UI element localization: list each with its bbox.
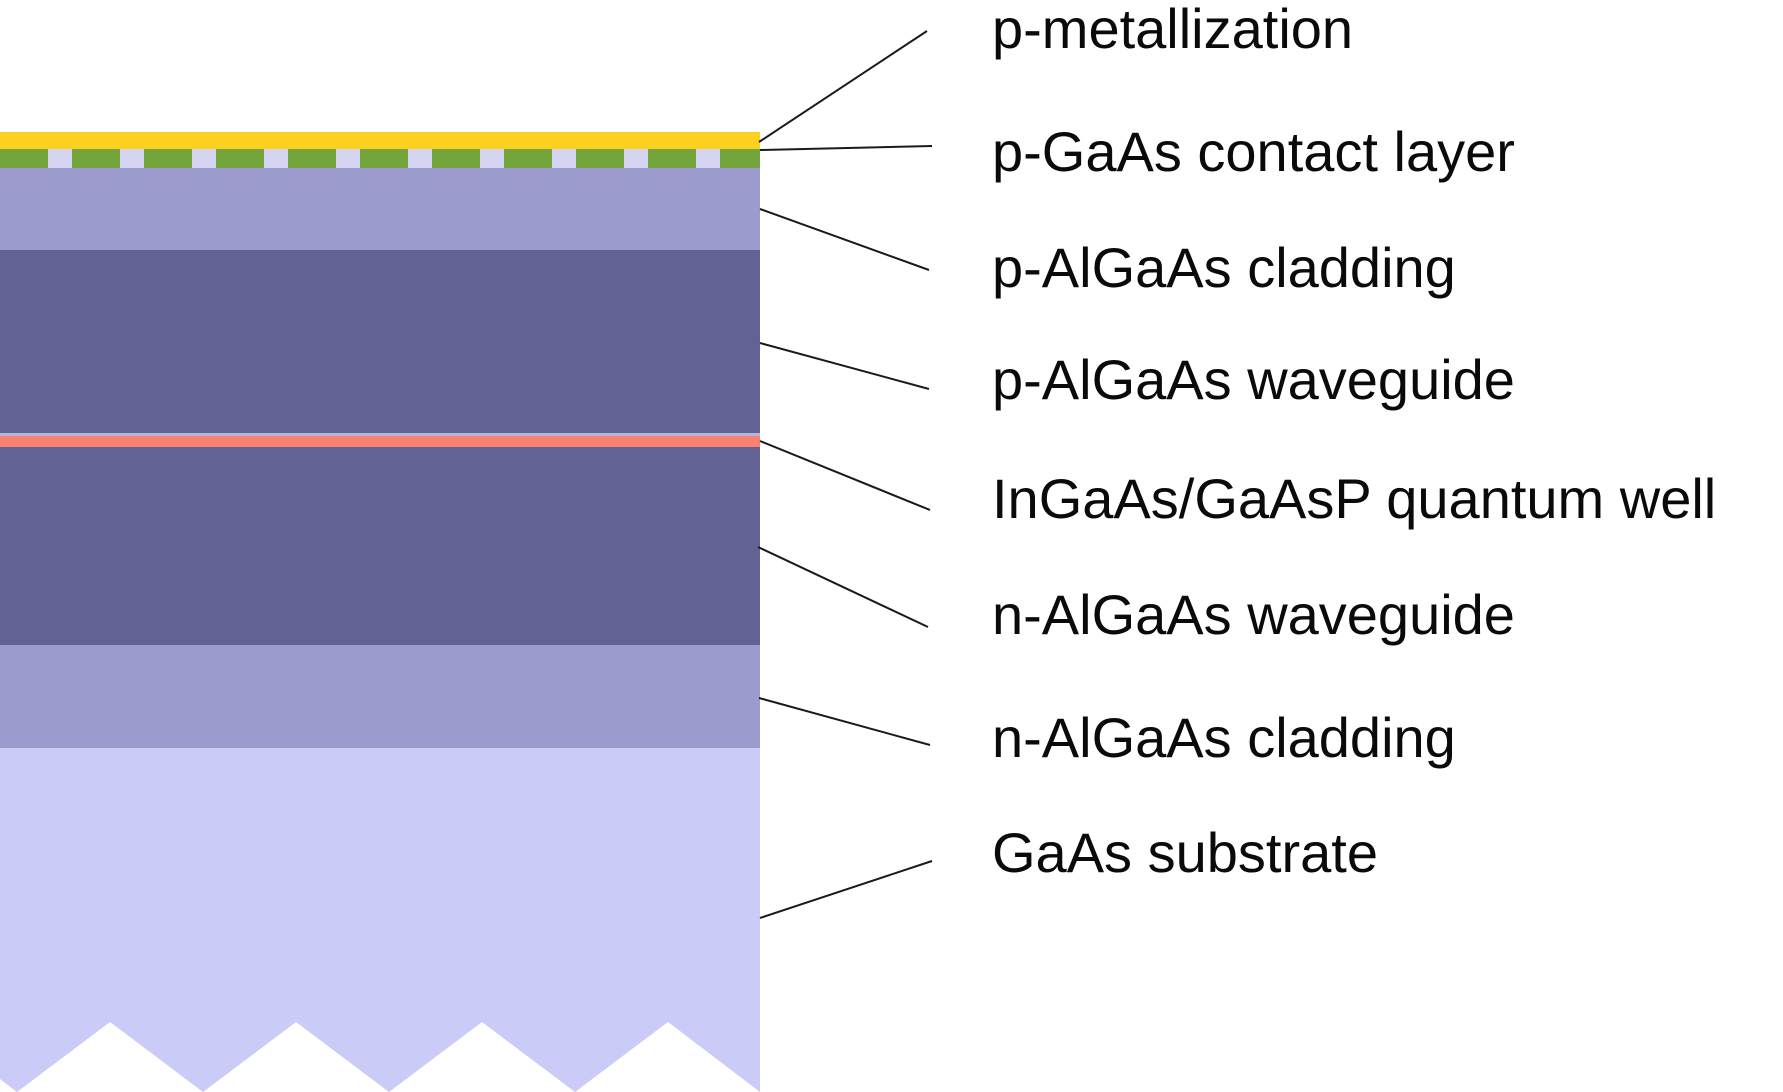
leader-line-n-algaas-cladding <box>758 697 931 746</box>
layer-n-algaas-waveguide <box>0 447 760 645</box>
layer-p-algaas-waveguide <box>0 250 760 436</box>
label-p-metallization: p-metallization <box>992 0 1354 61</box>
leader-line-gaas-substrate <box>759 860 933 919</box>
label-gaas-substrate: GaAs substrate <box>992 821 1378 885</box>
layer-quantum-well <box>0 433 760 447</box>
leader-line-p-algaas-cladding <box>759 208 930 271</box>
layer-p-metallization <box>0 132 760 149</box>
layer-n-algaas-cladding <box>0 645 760 748</box>
label-p-gaas-contact: p-GaAs contact layer <box>992 120 1515 184</box>
layer-p-algaas-cladding <box>0 168 760 250</box>
leader-line-p-metallization <box>758 30 928 143</box>
label-p-algaas-waveguide: p-AlGaAs waveguide <box>992 348 1515 412</box>
label-p-algaas-cladding: p-AlGaAs cladding <box>992 236 1456 300</box>
leader-line-n-algaas-waveguide <box>757 546 929 628</box>
leader-line-p-gaas-contact <box>759 145 933 151</box>
layer-p-gaas-contact <box>0 149 760 168</box>
label-n-algaas-waveguide: n-AlGaAs waveguide <box>992 583 1515 647</box>
layer-gaas-substrate <box>0 748 760 1092</box>
label-n-algaas-cladding: n-AlGaAs cladding <box>992 706 1456 770</box>
leader-line-quantum-well <box>759 440 931 511</box>
label-quantum-well: InGaAs/GaAsP quantum well <box>992 467 1717 531</box>
leader-line-p-algaas-waveguide <box>759 342 930 390</box>
